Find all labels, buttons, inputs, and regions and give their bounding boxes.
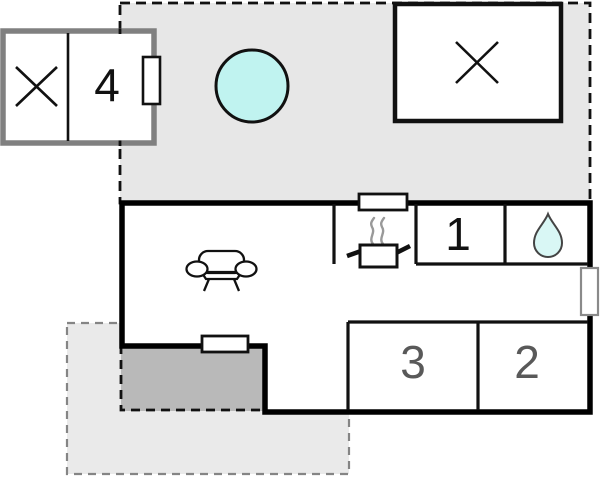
bed-cross-icon: [15, 66, 58, 107]
door-icon: [200, 334, 250, 354]
cooker-pot-icon: [346, 216, 412, 269]
bed-cross-icon: [455, 41, 499, 84]
patio-dashed-border: [119, 345, 266, 412]
door-icon: [357, 192, 409, 212]
room-4-walls: [0, 28, 157, 146]
hot-tub-icon: [214, 48, 290, 124]
water-drop-icon: [532, 211, 564, 258]
room-2-label: 2: [514, 336, 540, 388]
steam-icon: [369, 216, 386, 246]
room-4-label: 4: [94, 59, 120, 111]
sofa-armrest-left: [185, 260, 209, 278]
sofa-armrest-right: [234, 260, 258, 278]
room-3-label: 3: [400, 336, 426, 388]
window-icon: [579, 266, 600, 317]
sofa-icon: [185, 249, 258, 292]
pot-body: [358, 243, 399, 269]
interior-walls: [332, 204, 588, 410]
room-4: 4: [0, 28, 162, 146]
patio-area: [119, 345, 266, 412]
window-icon: [141, 55, 162, 106]
patio-fill: [121, 345, 266, 411]
sofa-base: [201, 272, 242, 281]
outdoor-bed: [392, 1, 564, 124]
sofa-legs: [202, 278, 241, 292]
room-1-label: 1: [445, 208, 471, 260]
